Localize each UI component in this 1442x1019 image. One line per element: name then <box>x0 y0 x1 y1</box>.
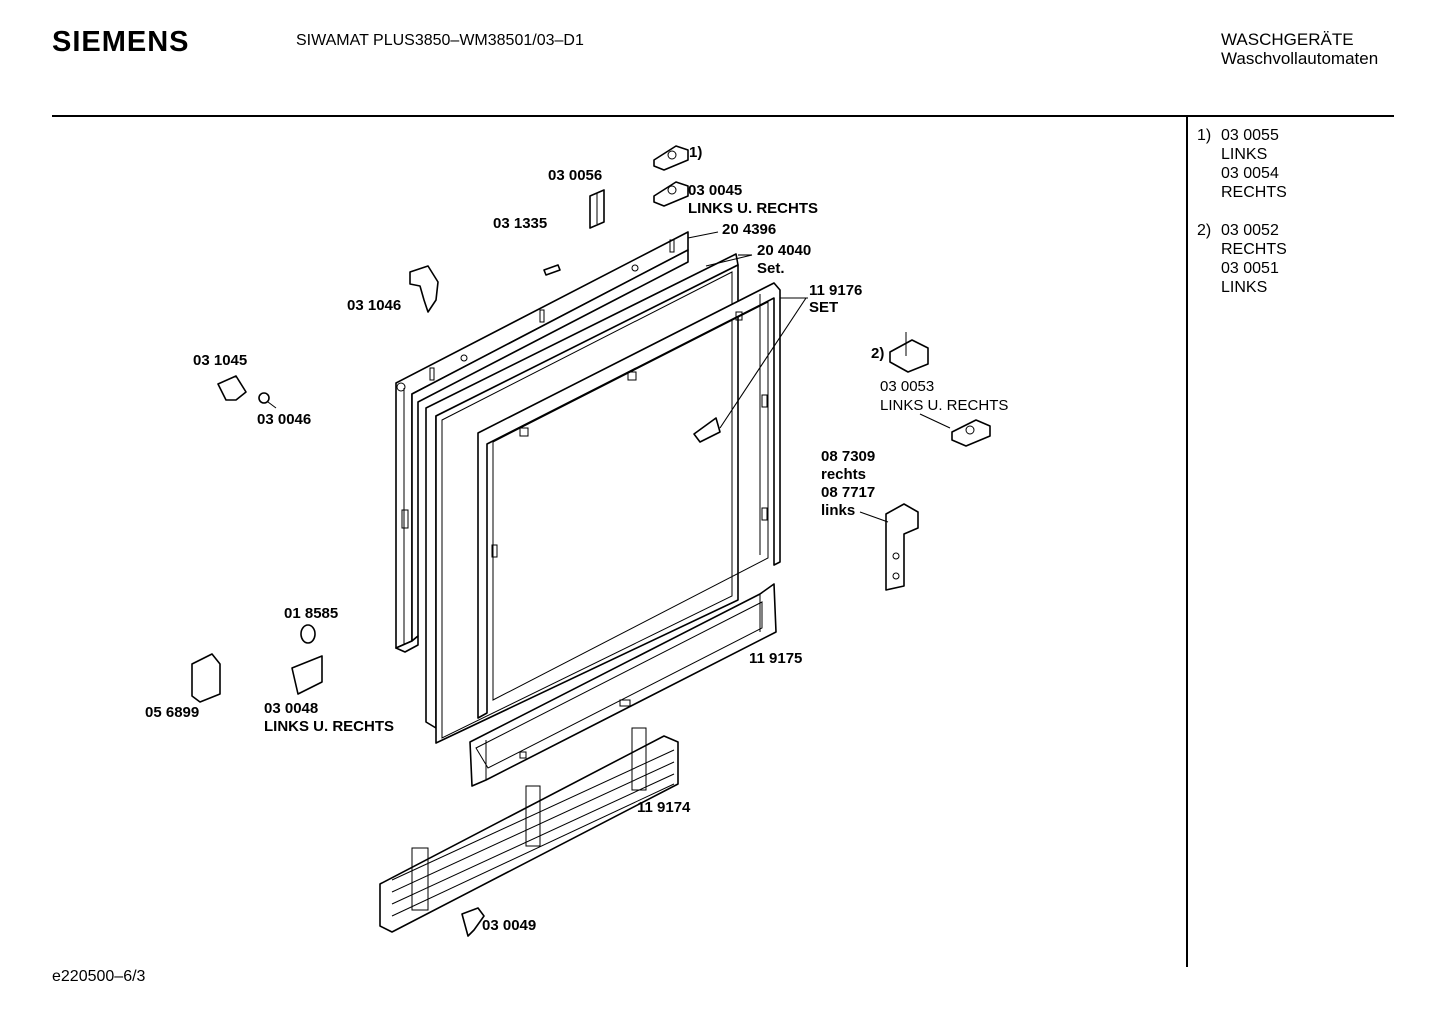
label-204396: 20 4396 <box>722 221 776 238</box>
footnotes-panel: 1) 03 0055 LINKS 03 0054 RECHTS 2) 03 00… <box>1197 126 1287 297</box>
label-030048-sub: LINKS U. RECHTS <box>264 718 394 735</box>
header-divider <box>52 115 1394 117</box>
latch-part-030045[interactable] <box>653 181 689 207</box>
label-119175: 11 9175 <box>749 650 802 667</box>
footnote-line: 03 0055 <box>1221 127 1279 144</box>
lock-part-030048[interactable] <box>291 655 323 695</box>
footnote-line: RECHTS <box>1221 184 1287 201</box>
label-031045: 03 1045 <box>193 352 247 369</box>
label-204040-sub: Set. <box>757 260 785 277</box>
footnote-2: 2) 03 0052 RECHTS 03 0051 LINKS <box>1197 221 1287 297</box>
label-030053: 03 0053 <box>880 378 934 395</box>
hinge-part-030053-bottom[interactable] <box>951 419 991 447</box>
footnote-line: 03 0052 <box>1221 222 1279 239</box>
model-title: SIWAMAT PLUS3850–WM38501/03–D1 <box>296 32 584 49</box>
label-031335: 03 1335 <box>493 215 547 232</box>
label-087717: 08 7717 <box>821 484 875 501</box>
vent-grille[interactable] <box>379 727 679 933</box>
label-087717-sub: links <box>821 502 855 519</box>
label-030049: 03 0049 <box>482 917 536 934</box>
category: WASCHGERÄTE Waschvollautomaten <box>1221 30 1378 68</box>
label-119176-sub: SET <box>809 299 838 316</box>
label-119174: 11 9174 <box>637 799 691 816</box>
footnote-line: LINKS <box>1221 146 1268 163</box>
label-030045-sub: LINKS U. RECHTS <box>688 200 818 217</box>
label-119176: 11 9176 <box>809 282 862 299</box>
footnote-line: LINKS <box>1221 279 1268 296</box>
latch-part-030055[interactable] <box>653 145 689 171</box>
bracket-part-031045[interactable] <box>217 375 247 401</box>
label-030045: 03 0045 <box>688 182 742 199</box>
inner-door-frame[interactable] <box>477 282 781 719</box>
clip-part-031335[interactable] <box>543 264 561 276</box>
footnote-number: 2) <box>1197 222 1212 239</box>
label-030046: 03 0046 <box>257 411 311 428</box>
footnote-1: 1) 03 0055 LINKS 03 0054 RECHTS <box>1197 126 1287 202</box>
leader-lines <box>687 231 951 523</box>
label-087309-sub: rechts <box>821 466 866 483</box>
hinge-part-030056[interactable] <box>589 189 605 229</box>
exploded-parts-diagram: 1) 03 0056 03 0045 LINKS U. RECHTS 03 13… <box>145 144 1008 937</box>
footnote-line: 03 0054 <box>1221 165 1279 182</box>
brand-logo: SIEMENS <box>52 26 190 58</box>
label-ref-1: 1) <box>689 144 702 161</box>
screw-part-030046[interactable] <box>258 392 277 409</box>
door-glass-panel[interactable] <box>425 253 739 744</box>
category-sub: Waschvollautomaten <box>1221 49 1379 68</box>
label-018585: 01 8585 <box>284 605 338 622</box>
label-087309: 08 7309 <box>821 448 875 465</box>
handle-part-030053-link[interactable] <box>693 417 721 443</box>
bottom-frame-rail[interactable] <box>469 583 777 787</box>
label-031046: 03 1046 <box>347 297 401 314</box>
document-code: e220500–6/3 <box>52 968 146 985</box>
notes-divider <box>1186 117 1188 967</box>
cap-part-018585[interactable] <box>300 624 316 644</box>
footnote-line: RECHTS <box>1221 241 1287 258</box>
label-ref-2: 2) <box>871 345 884 362</box>
label-030053-sub: LINKS U. RECHTS <box>880 397 1008 414</box>
category-main: WASCHGERÄTE <box>1221 30 1354 49</box>
label-204040: 20 4040 <box>757 242 811 259</box>
footnote-line: 03 0051 <box>1221 260 1279 277</box>
label-030048: 03 0048 <box>264 700 318 717</box>
label-056899: 05 6899 <box>145 704 199 721</box>
switch-part-056899[interactable] <box>191 653 221 703</box>
outer-door-frame[interactable] <box>395 231 689 653</box>
clip-part-030049[interactable] <box>461 907 485 937</box>
bracket-part-031046[interactable] <box>409 265 439 313</box>
hinge-part-030053-top[interactable] <box>889 332 929 373</box>
hinge-part-087309[interactable] <box>885 503 919 591</box>
label-030056: 03 0056 <box>548 167 602 184</box>
footnote-number: 1) <box>1197 127 1212 144</box>
